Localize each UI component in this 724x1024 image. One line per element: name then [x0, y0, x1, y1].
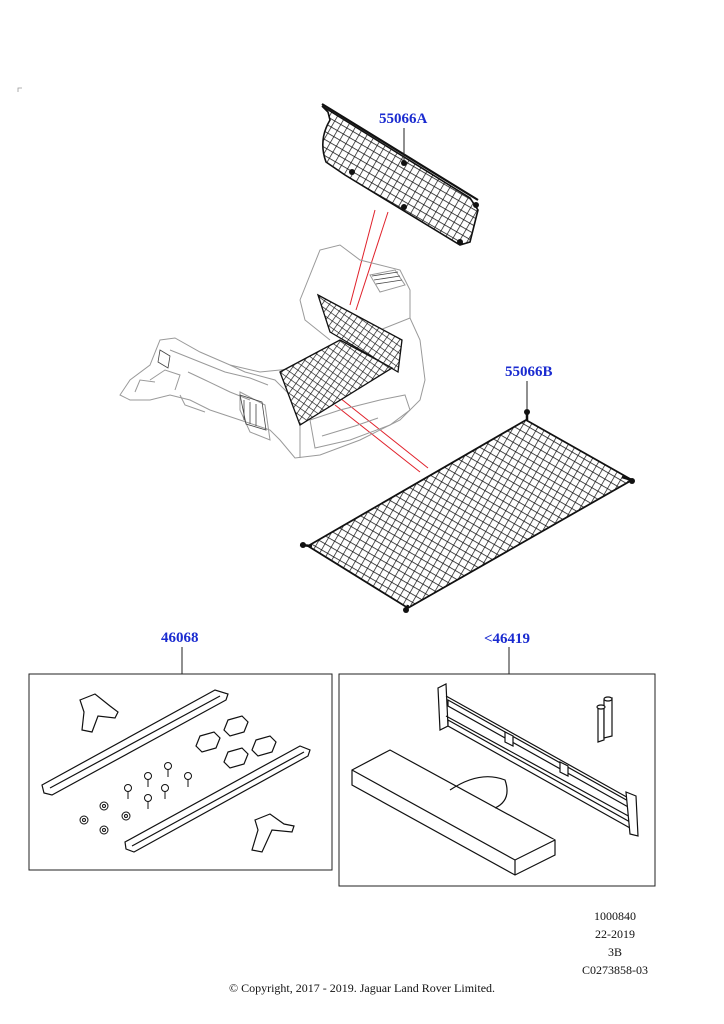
callout-55066B[interactable]: 55066B — [505, 364, 553, 380]
red-leader-lines — [334, 209, 429, 473]
rail-kit-parts — [41, 689, 311, 853]
top-cargo-net — [321, 103, 479, 246]
rail-kit-fasteners — [79, 762, 192, 835]
callout-46419[interactable]: <46419 — [484, 631, 531, 647]
rail-kit-box — [28, 673, 333, 871]
copyright-notice: © Copyright, 2017 - 2019. Jaguar Land Ro… — [228, 981, 496, 995]
floor-cargo-net — [299, 409, 635, 613]
date-code: 22-2019 — [595, 927, 635, 941]
divider-kit-parts — [351, 683, 639, 876]
vehicle-details — [157, 271, 403, 431]
drawing-id: C0273858-03 — [582, 963, 648, 977]
revision-code: 3B — [607, 945, 622, 959]
callout-55066A[interactable]: 55066A — [379, 111, 428, 127]
corner-mark — [17, 87, 22, 92]
installed-floor-net — [279, 339, 394, 426]
callout-46068[interactable]: 46068 — [161, 630, 199, 646]
installed-vertical-net — [316, 293, 403, 374]
code-number: 1000840 — [594, 909, 636, 923]
divider-kit-box — [338, 673, 656, 887]
